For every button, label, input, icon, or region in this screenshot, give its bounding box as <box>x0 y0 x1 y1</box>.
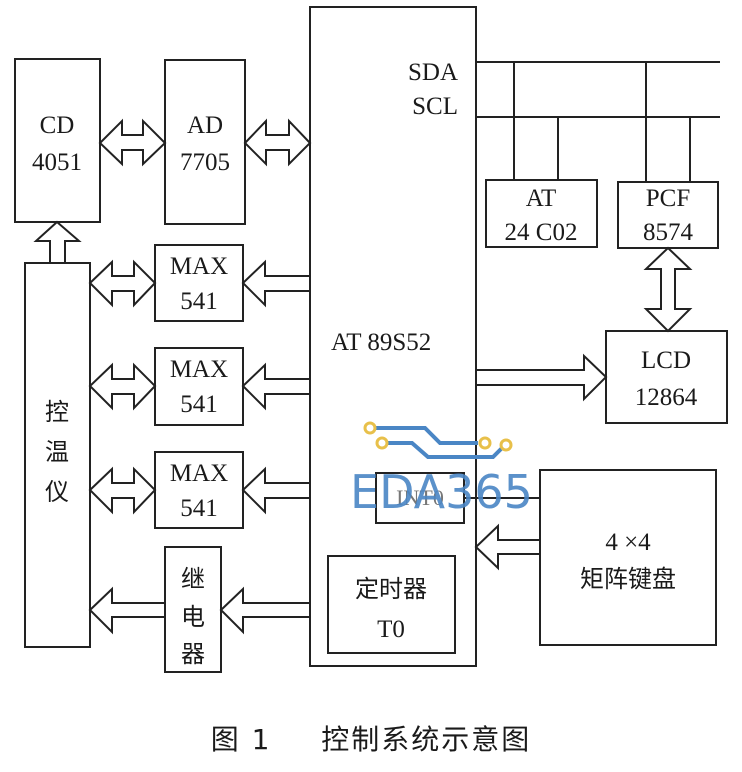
timer-label: 定时器 <box>355 575 427 603</box>
figure-title: 控制系统示意图 <box>321 723 532 756</box>
controller-char-3: 仪 <box>45 478 69 506</box>
dac-3-label-1: MAX <box>170 460 228 487</box>
controller-dac2-double-arrow <box>88 362 157 411</box>
mcu-to-relay-arrow <box>219 586 311 635</box>
mcu-block: SDA SCL AT 89S52 <box>309 6 477 667</box>
sda-pin-label: SDA <box>408 59 458 86</box>
ad7705-label-1: AD <box>187 112 223 139</box>
eeprom-block: AT 24 C02 <box>485 179 598 248</box>
controller-dac1-double-arrow <box>88 259 157 308</box>
timer-id-label: T0 <box>377 616 405 643</box>
mcu-to-dac3-arrow <box>241 466 311 515</box>
dac-block-1: MAX 541 <box>154 244 244 322</box>
mcu-to-lcd-arrow <box>475 353 608 402</box>
mcu-to-dac1-arrow <box>241 259 311 308</box>
eeprom-label-2: 24 C02 <box>505 219 578 246</box>
cd4051-block: CD 4051 <box>14 58 101 223</box>
dac-2-label-2: 541 <box>180 391 218 418</box>
io-expander-label-2: 8574 <box>643 219 694 246</box>
int0-label: INT0 <box>396 485 444 510</box>
int0-block: INT0 <box>375 472 465 524</box>
eda365-watermark: EDA365 <box>350 421 533 519</box>
cd4051-label-2: 4051 <box>32 149 82 176</box>
dac-block-3: MAX 541 <box>154 451 244 529</box>
controller-to-cd4051-arrow <box>33 220 82 264</box>
ad7705-block: AD 7705 <box>164 59 246 225</box>
dac-1-label-1: MAX <box>170 253 228 280</box>
controller-char-1: 控 <box>45 398 69 426</box>
cd4051-label-1: CD <box>40 112 75 139</box>
controller-char-2: 温 <box>45 438 69 466</box>
lcd-label-2: 12864 <box>635 384 698 411</box>
io-expander-block: PCF 8574 <box>617 181 719 249</box>
keypad-label-1: 4 ×4 <box>605 529 651 556</box>
figure-number: 图 1 <box>210 723 272 756</box>
io-expander-label-1: PCF <box>646 185 690 212</box>
dac-block-2: MAX 541 <box>154 347 244 426</box>
keypad-block: 4 ×4 矩阵键盘 <box>539 469 717 646</box>
ad7705-label-2: 7705 <box>180 149 230 176</box>
mcu-to-dac2-arrow <box>241 362 311 411</box>
relay-char-1: 继 <box>181 565 205 593</box>
expander-lcd-double-arrow <box>643 246 693 333</box>
dac-2-label-1: MAX <box>170 356 228 383</box>
controller-dac3-double-arrow <box>88 466 157 515</box>
relay-to-controller-arrow <box>88 586 166 635</box>
circuit-trace-icon <box>363 421 513 459</box>
figure-caption: 图 1 控制系统示意图 <box>0 718 742 758</box>
ad7705-mcu-double-arrow <box>243 118 312 167</box>
timer-t0-block: 定时器 T0 <box>327 555 456 654</box>
watermark-text: EDA365 <box>350 465 533 519</box>
relay-char-2: 电 <box>181 603 205 631</box>
keypad-to-mcu-arrow <box>474 523 541 571</box>
eeprom-label-1: AT <box>526 185 557 212</box>
i2c-bus <box>476 61 720 182</box>
lcd-block: LCD 12864 <box>605 330 728 424</box>
scl-pin-label: SCL <box>412 93 458 120</box>
dac-3-label-2: 541 <box>180 495 218 522</box>
temperature-controller-block: 控 温 仪 <box>24 262 91 648</box>
dac-1-label-2: 541 <box>180 288 218 315</box>
cd4051-ad7705-double-arrow <box>98 118 167 167</box>
mcu-label: AT 89S52 <box>331 329 431 356</box>
keypad-label-2: 矩阵键盘 <box>580 565 676 593</box>
lcd-label-1: LCD <box>641 347 691 374</box>
relay-block: 继 电 器 <box>164 546 222 673</box>
relay-char-3: 器 <box>181 640 205 668</box>
